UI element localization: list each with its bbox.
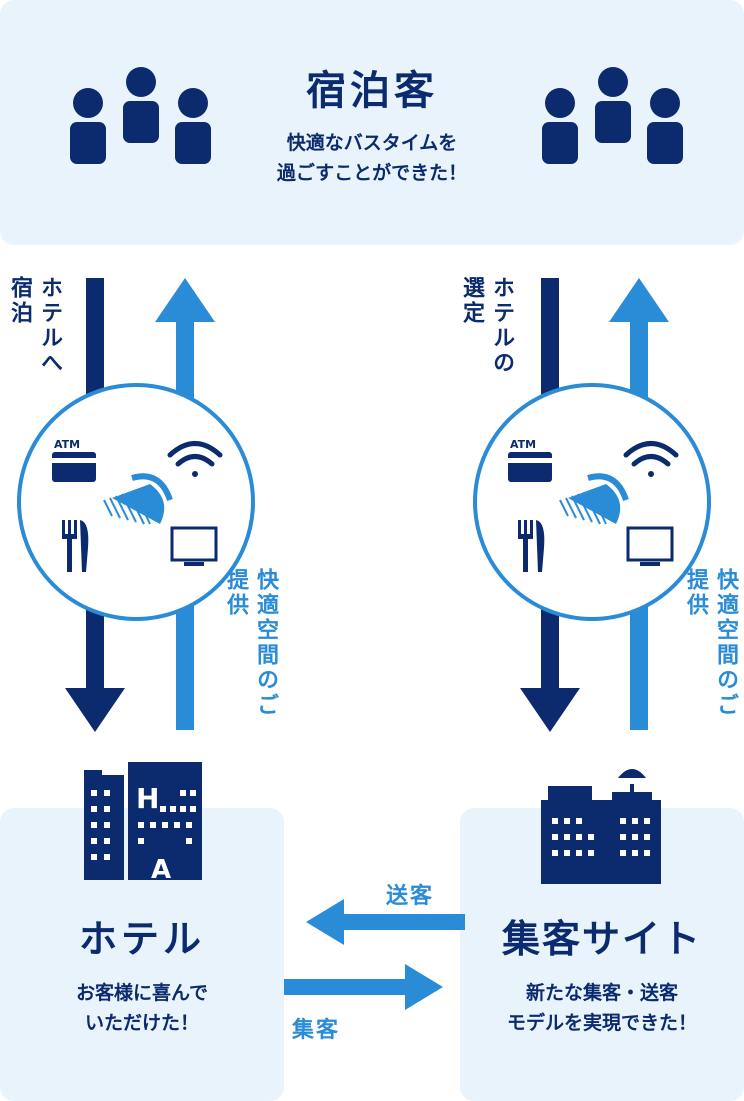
label-comfort-space-left: 快適空間のご提供 xyxy=(223,568,278,718)
site-subtitle: 新たな集客・送客 モデルを実現できた！ xyxy=(506,982,697,1034)
label-hotel-selection: ホテルの選定 xyxy=(459,276,514,376)
wifi-icon xyxy=(623,441,679,477)
label-stay-at-hotel: ホテルへ宿泊 xyxy=(7,276,62,376)
site-title: 集客サイト xyxy=(501,916,702,961)
people-icon xyxy=(70,67,211,164)
guest-title: 宿泊客 xyxy=(306,67,438,114)
amenities-circle: ATM xyxy=(17,383,255,621)
amenities-circle: ATM xyxy=(473,383,711,621)
hotel-title: ホテル xyxy=(78,916,205,961)
hotel-building-icon: H A xyxy=(84,762,202,885)
arrow-left-icon xyxy=(306,899,465,945)
atm-label: ATM xyxy=(54,438,80,451)
wifi-icon xyxy=(167,441,223,477)
people-icon xyxy=(542,67,683,164)
arrow-right-icon xyxy=(284,964,443,1010)
tv-icon xyxy=(170,526,218,566)
atm-card-icon xyxy=(52,452,96,482)
svg-text:H: H xyxy=(136,782,159,815)
atm-card-icon xyxy=(508,452,552,482)
label-send-customers: 送客 xyxy=(386,884,435,909)
guest-subtitle: 快適なバスタイムを 過ごすことができた！ xyxy=(276,132,468,184)
fork-knife-icon xyxy=(62,520,89,572)
hotel-subtitle: お客様に喜んで いただけた！ xyxy=(75,982,209,1034)
shower-head-icon xyxy=(559,473,629,525)
shower-head-icon xyxy=(103,473,173,525)
tv-icon xyxy=(626,526,674,566)
atm-label: ATM xyxy=(510,438,536,451)
label-comfort-space-right: 快適空間のご提供 xyxy=(683,568,738,718)
label-attract-customers: 集客 xyxy=(292,1018,341,1043)
site-building-icon xyxy=(541,769,661,884)
svg-text:A: A xyxy=(151,855,171,885)
fork-knife-icon xyxy=(518,520,545,572)
